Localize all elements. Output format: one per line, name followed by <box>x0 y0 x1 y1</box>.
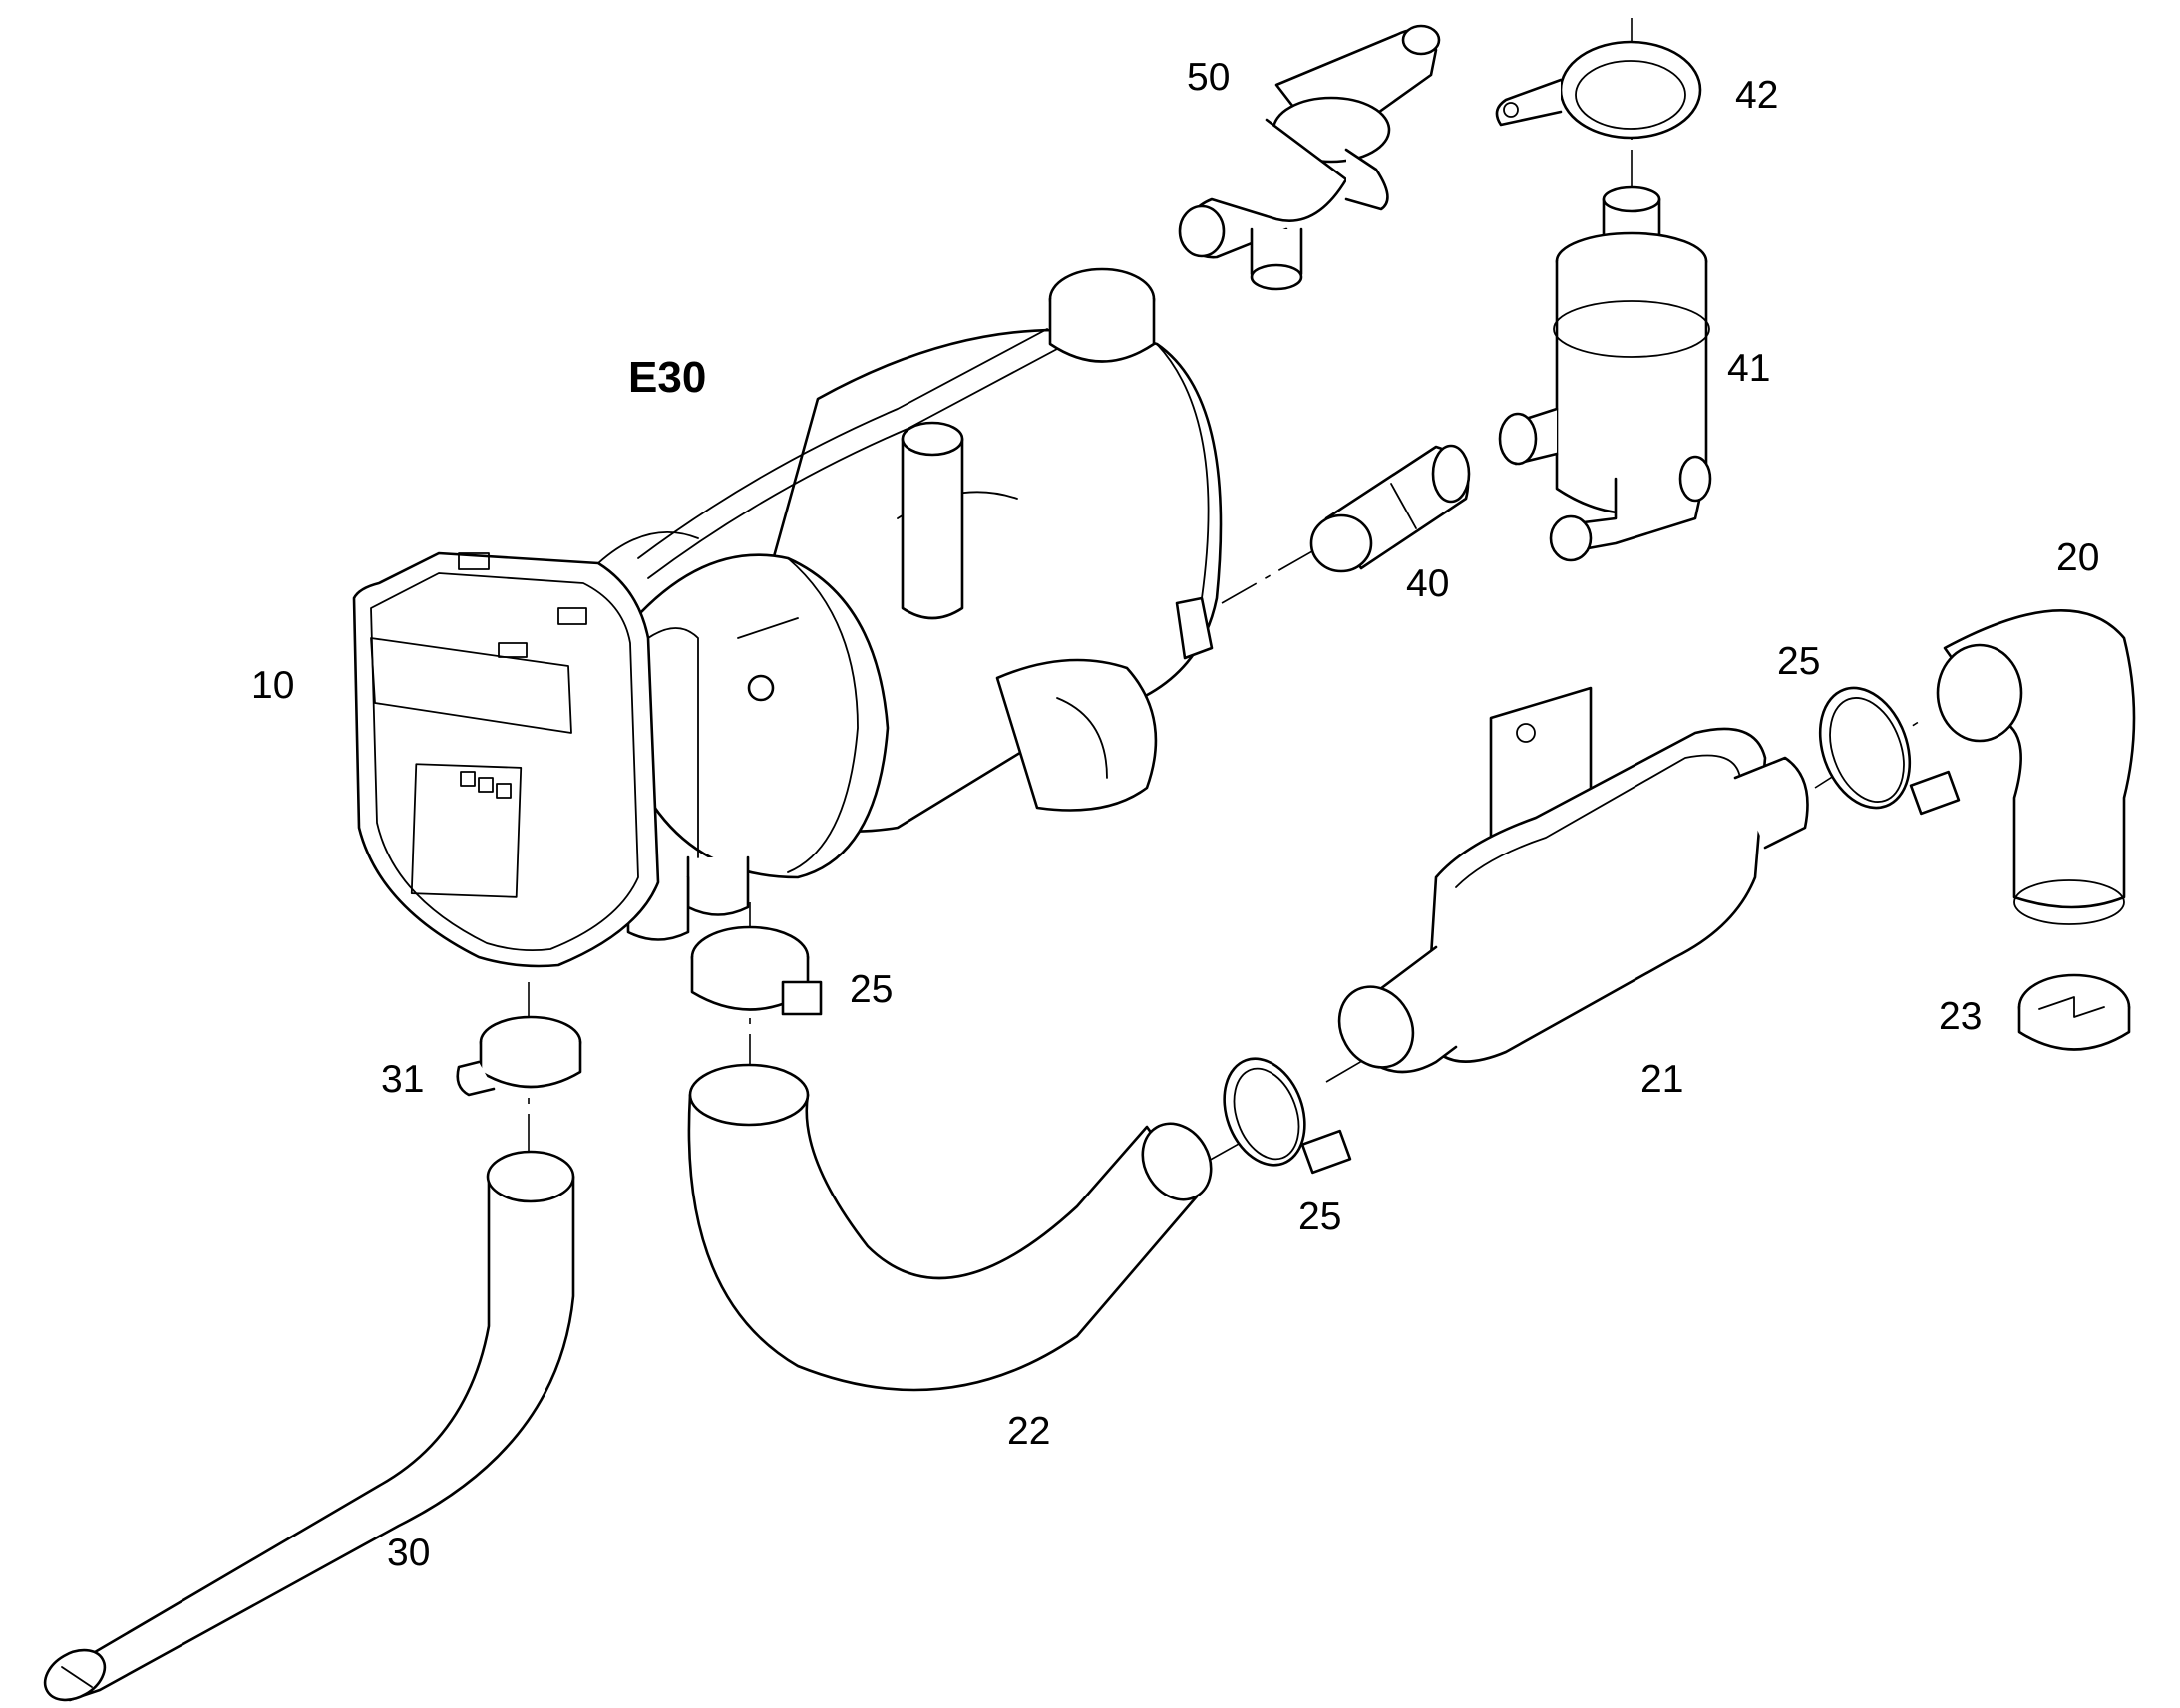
callout-40: 40 <box>1406 562 1449 605</box>
callout-41: 41 <box>1727 347 1770 390</box>
clamp-part-25-right <box>1818 686 1961 816</box>
hose-clip-part-31 <box>456 1015 582 1097</box>
silencer-part-41 <box>1498 185 1712 562</box>
clamp-part-25-left <box>690 925 823 1016</box>
intake-hose-part-30 <box>43 1150 575 1702</box>
callout-10: 10 <box>251 664 294 707</box>
callout-20: 20 <box>2056 536 2099 579</box>
callout-31: 31 <box>381 1058 424 1101</box>
callout-25-left: 25 <box>850 968 893 1011</box>
callout-labels: E30 10 20 21 22 23 25 25 25 30 31 40 41 … <box>251 56 2099 1574</box>
callout-25-right: 25 <box>1777 640 1820 683</box>
callout-30: 30 <box>387 1532 430 1574</box>
t-piece-part-50 <box>1178 24 1441 291</box>
hose-part-40 <box>1309 444 1471 573</box>
exhaust-silencer-part-21 <box>1337 686 1809 1074</box>
callout-25-middle: 25 <box>1298 1196 1341 1238</box>
exhaust-hose-part-20 <box>1936 609 2136 925</box>
callout-21: 21 <box>1640 1058 1683 1101</box>
callout-50: 50 <box>1187 56 1230 99</box>
callout-42: 42 <box>1735 74 1778 117</box>
heater-unit-part-10 <box>352 267 1223 968</box>
exhaust-hose-part-22 <box>687 1063 1213 1392</box>
clamp-part-25-middle <box>1223 1057 1352 1175</box>
callout-23: 23 <box>1939 995 1982 1038</box>
p-clip-part-42 <box>1495 40 1702 140</box>
callout-assembly-e30: E30 <box>628 353 706 402</box>
end-cap-part-23 <box>2017 973 2131 1051</box>
callout-22: 22 <box>1007 1410 1050 1453</box>
